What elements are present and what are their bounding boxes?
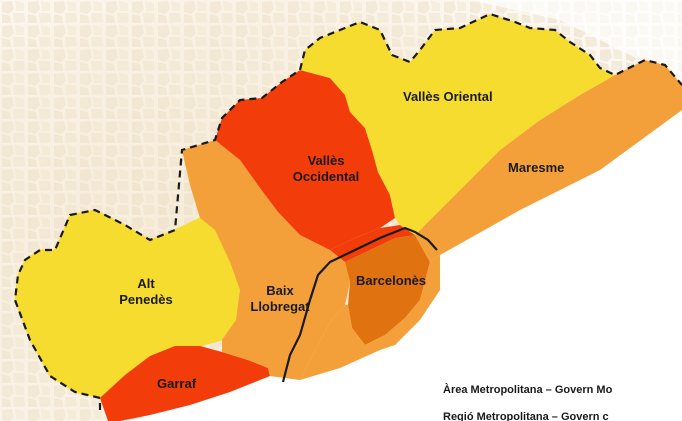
label-baix-llobregat-line2: Llobregat [250,299,310,314]
label-alt-penedes-line1: Alt [137,276,155,291]
label-maresme: Maresme [508,160,564,176]
label-alt-penedes: Alt Penedès [115,276,177,308]
label-barcelones: Barcelonès [356,273,426,289]
label-valles-oriental: Vallès Oriental [403,89,493,105]
legend-metropolitan-area: Àrea Metropolitana – Govern Mo [443,384,613,396]
label-valles-occidental: Vallès Occidental [282,153,370,185]
region-garraf [100,346,270,421]
region-valles-oriental [300,14,615,235]
label-garraf-text: Garraf [157,376,197,391]
region-valles-occidental [215,70,395,250]
label-valles-oriental-text: Vallès Oriental [403,89,493,104]
label-valles-occidental-line1: Vallès [307,153,345,168]
label-maresme-text: Maresme [508,160,565,175]
legend-metropolitan-region: Regió Metropolitana – Govern c [443,411,609,421]
region-barcelones [345,235,430,345]
label-alt-penedes-line2: Penedès [119,292,173,307]
label-garraf: Garraf [157,376,196,392]
metropolitan-area-border [281,226,438,383]
label-barcelones-text: Barcelonès [356,273,427,288]
region-baix-llobregat [182,140,350,380]
region-coastal-strip [300,255,440,380]
metropolitan-region-border [13,12,682,410]
label-valles-occidental-line2: Occidental [292,169,360,184]
label-baix-llobregat: Baix Llobregat [240,283,320,315]
label-baix-llobregat-line1: Baix [266,283,294,298]
region-maresme [415,60,682,262]
